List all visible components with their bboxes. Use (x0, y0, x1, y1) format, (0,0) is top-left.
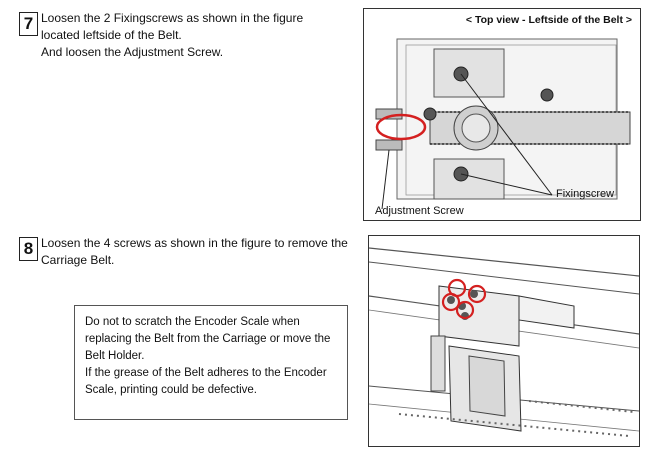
step-8-number: 8 (19, 237, 38, 261)
caution-line-5: Scale, printing could be defective. (85, 384, 257, 396)
caution-note: Do not to scratch the Encoder Scale when… (74, 305, 348, 420)
step-7-line-3: And loosen the Adjustment Screw. (41, 45, 224, 59)
carriage-belt-illustration (369, 247, 639, 437)
caution-line-2: replacing the Belt from the Carriage or … (85, 333, 331, 345)
step-7-line-1: Loosen the 2 Fixingscrews as shown in th… (41, 11, 304, 25)
top-view-belt-illustration (375, 38, 631, 210)
caution-line-1: Do not to scratch the Encoder Scale when (85, 316, 300, 328)
step-7-instructions: Loosen the 2 Fixingscrews as shown in th… (41, 10, 303, 61)
adjustment-screw-label: Adjustment Screw (375, 205, 464, 217)
caution-line-3: Belt Holder. (85, 350, 145, 362)
fixingscrew-label: Fixingscrew (556, 188, 615, 200)
figure-caption: < Top view - Leftside of the Belt > (465, 14, 632, 26)
step-7-number: 7 (19, 12, 38, 36)
step-8-figure (368, 235, 640, 447)
step-7-line-2: located leftside of the Belt. (41, 28, 182, 42)
step-8-line-1: Loosen the 4 screws as shown in the figu… (41, 236, 348, 250)
caution-line-4: If the grease of the Belt adheres to the… (85, 367, 327, 379)
step-7-figure: < Top view - Leftside of the Belt > Fixi… (363, 8, 641, 221)
step-8-instructions: Loosen the 4 screws as shown in the figu… (41, 235, 348, 269)
step-8-line-2: Carriage Belt. (41, 253, 115, 267)
